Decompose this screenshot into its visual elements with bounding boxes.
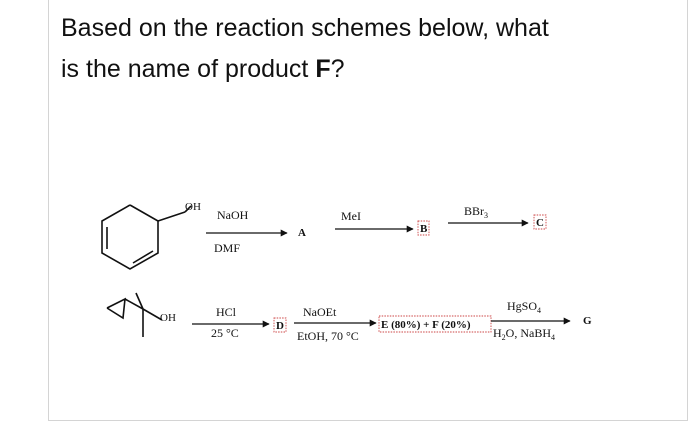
cyclopropane-ring	[106, 297, 126, 320]
oh-label-1: OH	[185, 201, 201, 213]
methyl-bond-up	[135, 292, 144, 310]
product-c-box	[533, 214, 547, 230]
product-a: A	[298, 227, 306, 239]
product-d: D	[276, 320, 284, 332]
reagent-25c: 25 °C	[211, 326, 239, 340]
product-d-box	[273, 317, 287, 333]
cyclohexenol-structure	[101, 204, 192, 270]
reagent-etoh-70c: EtOH, 70 °C	[297, 329, 359, 343]
reagent-naoet: NaOEt	[303, 305, 337, 319]
product-c: C	[536, 217, 544, 229]
question-line-1: Based on the reaction schemes below, wha…	[61, 14, 549, 42]
oh-label-2: OH	[160, 312, 176, 324]
product-g: G	[583, 315, 592, 327]
product-b: B	[420, 223, 428, 235]
reagent-h2o-nabh4: H2O, NaBH4	[493, 326, 555, 342]
cyclopropyl-alcohol-structure	[106, 292, 163, 337]
products-e-f: E (80%) + F (20%)	[381, 319, 471, 331]
reagent-hcl: HCl	[216, 305, 237, 319]
reagent-mei: MeI	[341, 209, 361, 223]
products-e-f-box	[378, 315, 492, 333]
product-b-box	[417, 220, 430, 236]
double-bond-line	[132, 250, 154, 264]
reagent-naoh: NaOH	[217, 208, 249, 222]
reagent-bbr3: BBr3	[464, 204, 488, 220]
question-card	[48, 0, 688, 421]
cyclohexene-ring	[101, 204, 159, 270]
c-c-bond	[124, 298, 144, 310]
question-line-2: is the name of product F?	[61, 55, 345, 83]
oh-bond	[184, 205, 192, 213]
ch2-bond	[157, 211, 186, 222]
question-text: Based on the reaction schemes below, wha…	[61, 8, 681, 90]
c-oh-bond	[142, 308, 163, 321]
reagent-dmf: DMF	[214, 241, 240, 255]
product-f-label: F	[315, 55, 331, 83]
reagent-hgso4: HgSO4	[507, 299, 541, 315]
